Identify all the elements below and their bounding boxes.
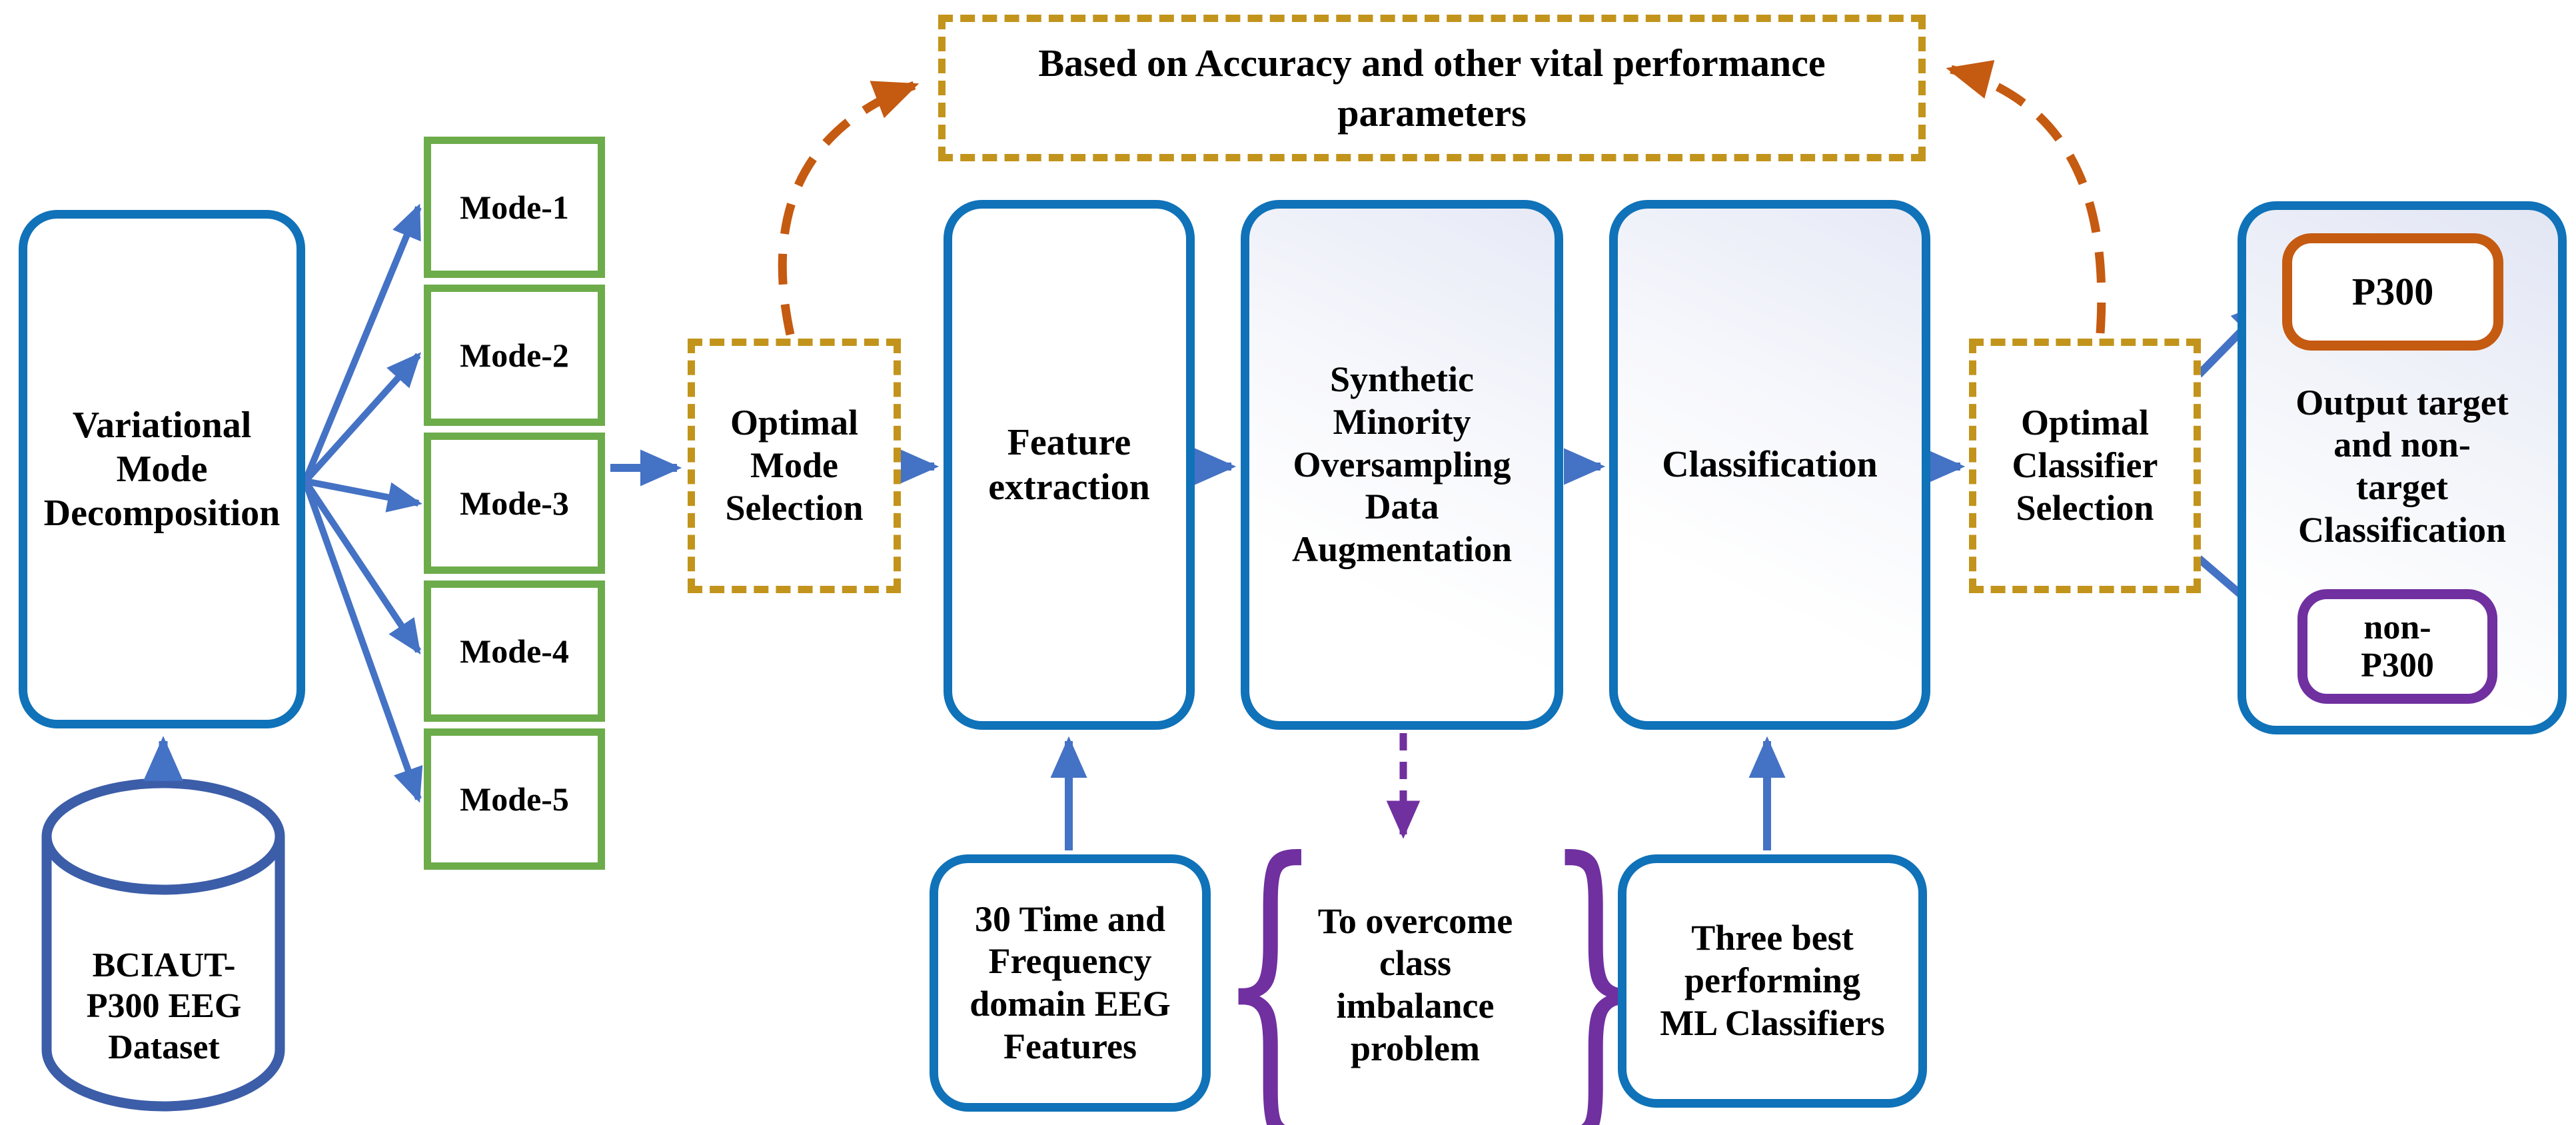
ml-classifiers-node: Three best performing ML Classifiers xyxy=(1618,854,1927,1108)
dataset-cylinder-label: BCIAUT- P300 EEG Dataset xyxy=(86,946,242,1066)
smote-augmentation-node: Synthetic Minority Oversampling Data Aug… xyxy=(1241,200,1563,730)
arrow-vmd-to-modes xyxy=(302,203,423,803)
classification-node: Classification xyxy=(1609,200,1930,730)
arrow-oms-to-top-note xyxy=(778,81,920,336)
features-30-node: 30 Time and Frequency domain EEG Feature… xyxy=(930,854,1211,1112)
mode-4-node: Mode-4 xyxy=(424,580,605,722)
performance-note: Based on Accuracy and other vital perfor… xyxy=(938,15,1926,161)
output-node-label: Output target and non- target Classifica… xyxy=(2295,382,2509,550)
mode-3-node: Mode-3 xyxy=(424,433,605,574)
feature-extraction-node: Feature extraction xyxy=(944,200,1195,730)
vmd-node: Variational Mode Decomposition xyxy=(19,210,305,728)
left-brace-icon: { xyxy=(1218,795,1322,1125)
mode-2-node: Mode-2 xyxy=(424,285,605,426)
optimal-mode-selection-node: Optimal Mode Selection xyxy=(688,339,901,593)
mode-1-node: Mode-1 xyxy=(424,137,605,278)
arrow-ocs-to-top-note xyxy=(1946,60,2106,334)
non-p300-badge: non- P300 xyxy=(2297,589,2497,704)
p300-badge: P300 xyxy=(2282,233,2503,351)
optimal-classifier-selection-node: Optimal Classifier Selection xyxy=(1969,339,2201,593)
mode-5-node: Mode-5 xyxy=(424,728,605,870)
imbalance-note: To overcome class imbalance problem xyxy=(1317,900,1513,1068)
